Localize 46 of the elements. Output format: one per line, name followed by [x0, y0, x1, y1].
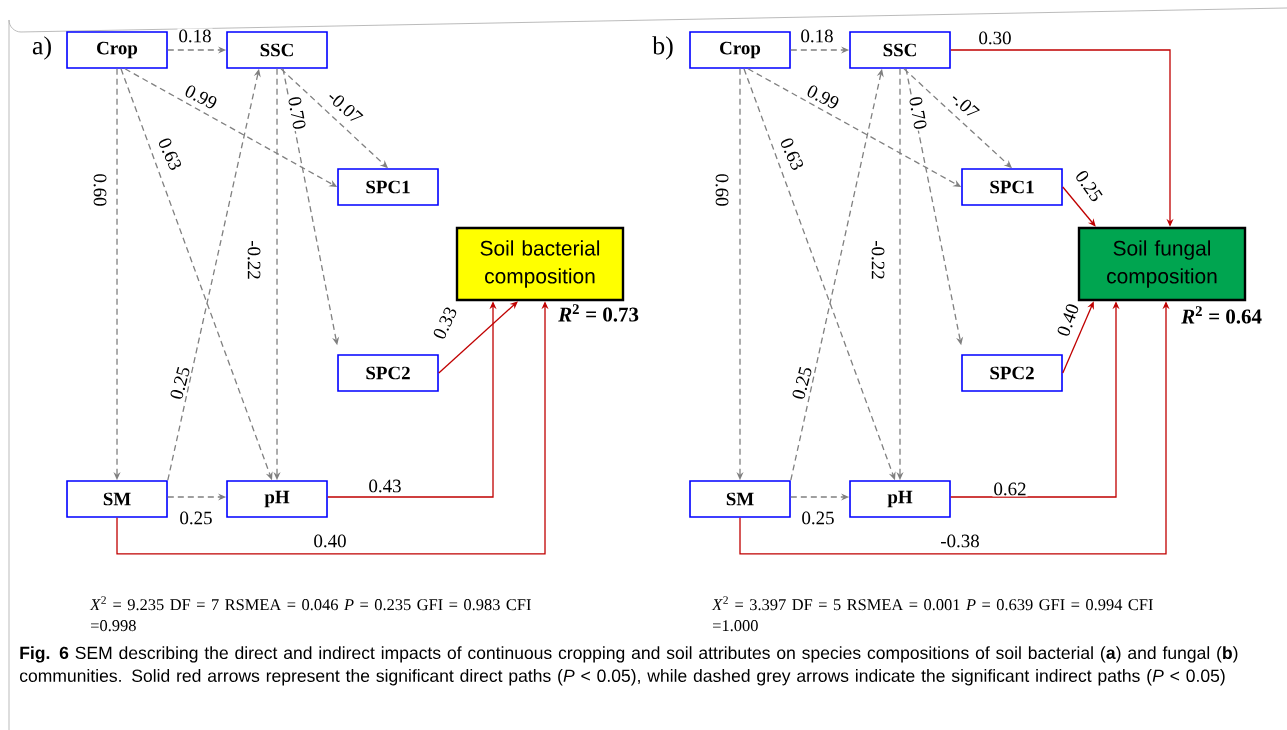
variable-box: SSC [226, 31, 328, 69]
variable-box: SPC1 [337, 168, 439, 206]
path-coefficient: -0.22 [870, 239, 886, 281]
r-squared-label: R$^{2}$ = 0.73 [558, 304, 639, 322]
path-coefficient: 0.99 [804, 82, 843, 112]
variable-box: Crop [66, 31, 168, 69]
path-coefficient: 0.25 [800, 510, 836, 526]
variable-box: SM [66, 480, 168, 518]
path-coefficient: 0.60 [92, 172, 108, 208]
path-coefficient: 0.30 [977, 30, 1013, 46]
variable-box: SPC1 [961, 168, 1063, 206]
path-coefficient: 0.25 [1072, 167, 1106, 205]
path-coefficient: 0.43 [367, 478, 403, 494]
path-coefficient: 0.25 [790, 364, 814, 402]
path-coefficient: 0.25 [168, 364, 192, 402]
figure-caption: Fig. 6 SEM describing the direct and indirect impacts of continuous cropping and soil attributes on species compositions of soil bacterial (a) and fungal (b) communities. Solid red arrows represent the significant direct paths (P < 0.05), while dashed grey arrows indicate the significant indirect paths (P < 0.05) [19, 646, 1238, 686]
fit-statistics: X$^{2}$ = 9.235 DF = 7 RSMEA = 0.046 P = 0.235 GFI = 0.983 CFI =0.998 [89, 596, 531, 632]
variable-box: pH [849, 480, 951, 518]
r-squared-label: R$^{2}$ = 0.64 [1181, 306, 1262, 324]
path-arrow [1062, 186, 1096, 227]
path-coefficient: 0.40 [312, 533, 348, 549]
path-coefficient: 0.62 [992, 481, 1028, 497]
outcome-box: Soil fungal composition [1077, 226, 1247, 302]
outcome-box: Soil bacterial composition [455, 226, 625, 302]
variable-box: SPC2 [961, 354, 1063, 392]
path-coefficient: -0.22 [246, 239, 262, 281]
fit-statistics: X$^{2}$ = 3.397 DF = 5 RSMEA = 0.001 P = 0.639 GFI = 0.994 CFI =1.000 [711, 596, 1153, 632]
variable-box: Crop [689, 31, 791, 69]
path-coefficient: -0.07 [324, 87, 366, 127]
path-coefficient: 0.99 [182, 82, 221, 112]
path-arrow [438, 301, 518, 374]
path-coefficient: 0.33 [430, 303, 460, 343]
variable-box: pH [226, 480, 328, 518]
path-coefficient: 0.70 [907, 94, 929, 132]
path-coefficient: 0.63 [778, 134, 806, 174]
path-coefficient: 0.18 [799, 28, 835, 44]
path-coefficient: 0.70 [286, 94, 308, 132]
path-coefficient: 0.60 [714, 172, 730, 208]
variable-box: SM [689, 480, 791, 518]
path-coefficient: 0.25 [178, 510, 214, 526]
path-coefficient: -0.38 [939, 533, 981, 549]
path-coefficient: 0.40 [1055, 300, 1081, 340]
path-coefficient: -.07 [948, 88, 982, 122]
variable-box: SPC2 [337, 354, 439, 392]
variable-box: SSC [849, 31, 951, 69]
path-coefficient: 0.63 [156, 134, 184, 174]
